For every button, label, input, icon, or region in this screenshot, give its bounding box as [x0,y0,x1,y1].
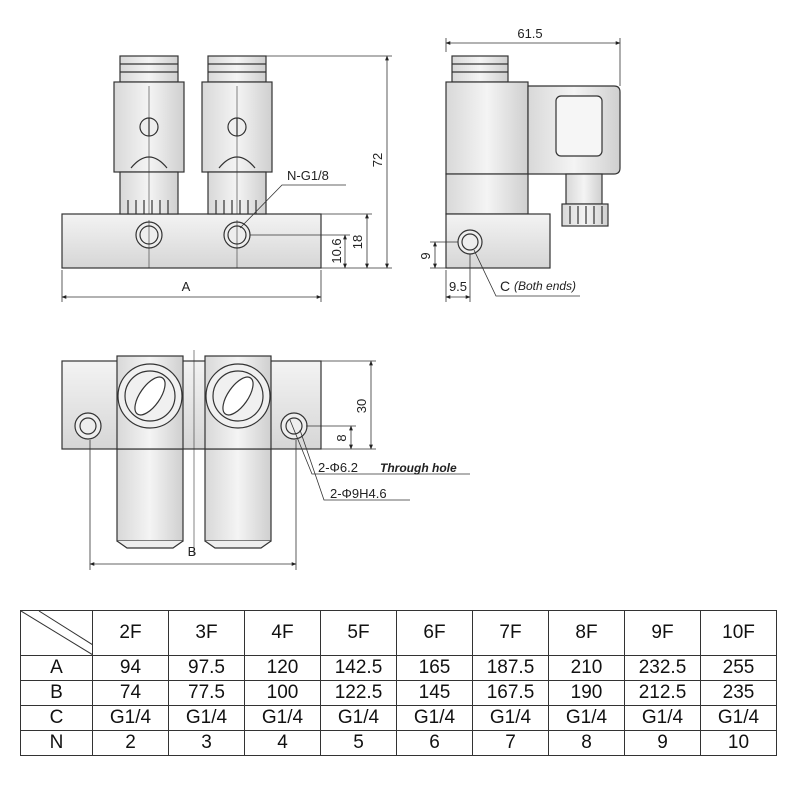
column-header: 10F [700,610,777,656]
column-header: 3F [168,610,245,656]
table-cell: 212.5 [624,680,701,706]
table-cell: 10 [700,730,777,756]
table-cell: 120 [244,655,321,681]
table-cell: 97.5 [168,655,245,681]
port-n-label: N-G1/8 [287,168,329,183]
front-elevation-view [61,55,392,302]
through-hole-note: Through hole [380,461,457,475]
table-cell: G1/4 [700,705,777,731]
table-cell: 3 [168,730,245,756]
table-cell: 4 [244,730,321,756]
valve-1 [113,55,185,215]
dimension-table: 2F 3F 4F 5F 6F 7F 8F 9F 10F A 94 97.5 12… [20,610,777,756]
table-cell: 100 [244,680,321,706]
row-header: N [20,730,93,756]
table-cell: G1/4 [244,705,321,731]
table-cell: 165 [396,655,473,681]
dimension-9-label: 9 [418,252,433,259]
table-cell: G1/4 [396,705,473,731]
side-view [430,38,621,302]
table-cell: 77.5 [168,680,245,706]
dimension-61-5-label: 61.5 [517,26,542,41]
dimension-30-label: 30 [354,399,369,413]
dimension-9-5-label: 9.5 [449,279,467,294]
table-row: B 74 77.5 100 122.5 145 167.5 190 212.5 … [20,680,777,706]
row-header: A [20,655,93,681]
dimension-8-label: 8 [334,434,349,441]
plan-view [61,350,470,570]
table-cell: 167.5 [472,680,549,706]
through-hole-size-label: 2-Φ6.2 [318,460,358,475]
port-c-label: C [500,278,510,294]
column-header: 8F [548,610,625,656]
table-cell: G1/4 [168,705,245,731]
technical-drawing: A 72 18 10.6 N-G1/8 61.5 9 9.5 C [61,26,621,570]
valve-2 [201,55,273,215]
column-header: 9F [624,610,701,656]
side-manifold-block [445,173,529,215]
manifold-block [61,213,322,269]
table-cell: 190 [548,680,625,706]
table-cell: G1/4 [624,705,701,731]
table-cell: 74 [92,680,169,706]
plan-manifold-block [61,360,322,450]
table-cell: G1/4 [548,705,625,731]
table-cell: 142.5 [320,655,397,681]
port-c-note: (Both ends) [514,279,576,293]
row-header: B [20,680,93,706]
table-cell: G1/4 [92,705,169,731]
table-cell: G1/4 [472,705,549,731]
column-header: 4F [244,610,321,656]
table-cell: 2 [92,730,169,756]
table-cell: 6 [396,730,473,756]
table-cell: 94 [92,655,169,681]
column-header: 7F [472,610,549,656]
table-row: C G1/4 G1/4 G1/4 G1/4 G1/4 G1/4 G1/4 G1/… [20,705,777,731]
table-cell: 8 [548,730,625,756]
table-header-row: 2F 3F 4F 5F 6F 7F 8F 9F 10F [20,610,777,656]
dimension-10-6-label: 10.6 [329,238,344,263]
column-header: 6F [396,610,473,656]
table-cell: 255 [700,655,777,681]
table-cell: 9 [624,730,701,756]
table-cell: 235 [700,680,777,706]
counterbore-label: 2-Φ9H4.6 [330,486,387,501]
table-corner-cell [20,610,93,656]
table-cell: 122.5 [320,680,397,706]
dimension-b-label: B [188,544,197,559]
diagonal-divider-icon [21,611,92,655]
row-header: C [20,705,93,731]
table-cell: 145 [396,680,473,706]
table-cell: 232.5 [624,655,701,681]
table-cell: 210 [548,655,625,681]
table-cell: 187.5 [472,655,549,681]
table-cell: 7 [472,730,549,756]
dimension-a-label: A [182,279,191,294]
table-cell: 5 [320,730,397,756]
column-header: 2F [92,610,169,656]
column-header: 5F [320,610,397,656]
table-cell: G1/4 [320,705,397,731]
dimension-18-label: 18 [350,235,365,249]
dimension-72-label: 72 [370,153,385,167]
table-row: N 2 3 4 5 6 7 8 9 10 [20,730,777,756]
table-row: A 94 97.5 120 142.5 165 187.5 210 232.5 … [20,655,777,681]
